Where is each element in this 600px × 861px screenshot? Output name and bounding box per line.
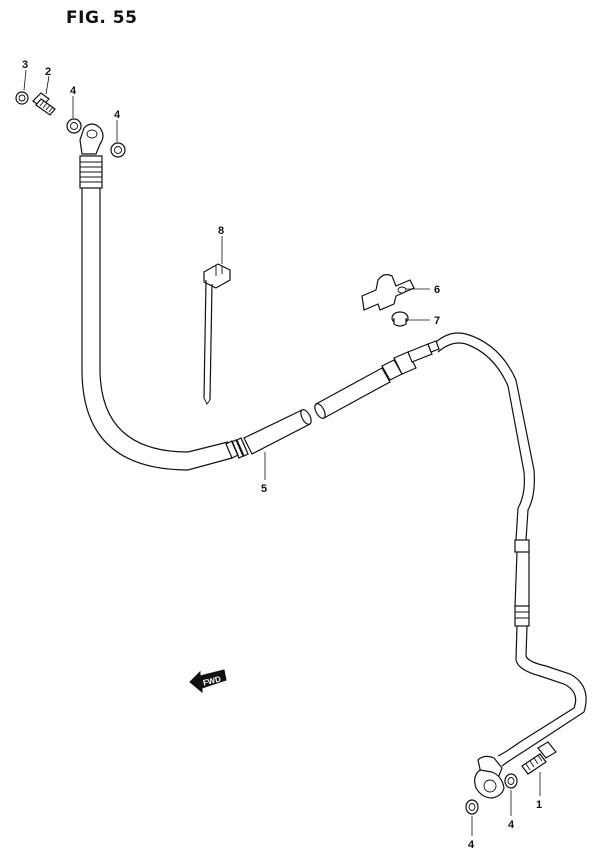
callout-8: 8 bbox=[218, 225, 224, 237]
part-3-cap bbox=[15, 91, 29, 105]
lower-banjo-fitting bbox=[474, 755, 505, 799]
figure-title: FIG. 55 bbox=[66, 8, 138, 28]
fwd-arrow-icon: FWD bbox=[189, 669, 227, 694]
callout-4-upper-b: 4 bbox=[114, 109, 121, 121]
callout-3: 3 bbox=[22, 59, 28, 71]
part-8-cable-tie bbox=[203, 263, 231, 405]
callout-7: 7 bbox=[434, 315, 440, 327]
callout-4-lower-b: 4 bbox=[468, 839, 475, 851]
hose-banjo-fitting bbox=[79, 123, 104, 189]
part-5-brake-hose bbox=[81, 188, 312, 471]
hose-sleeve-right bbox=[314, 340, 440, 419]
part-4-washer-lower-b bbox=[465, 799, 479, 815]
callout-4-lower-a: 4 bbox=[508, 819, 515, 831]
part-2-union-bolt bbox=[32, 92, 56, 116]
leader-lines bbox=[23, 69, 541, 836]
part-7-screw bbox=[391, 311, 409, 327]
fwd-label: FWD bbox=[202, 674, 222, 687]
part-4-washer-lower-a bbox=[504, 773, 518, 789]
part-4-washer-upper-b bbox=[110, 142, 126, 158]
callout-1: 1 bbox=[536, 799, 542, 811]
part-6-clamp bbox=[361, 274, 415, 311]
callout-2: 2 bbox=[45, 66, 51, 78]
callout-6: 6 bbox=[434, 284, 440, 296]
brake-pipe bbox=[435, 332, 587, 767]
callout-5: 5 bbox=[261, 483, 267, 495]
callout-4-upper-a: 4 bbox=[70, 85, 77, 97]
part-1-banjo-bolt bbox=[521, 741, 557, 775]
part-4-washer-upper-a bbox=[66, 118, 82, 134]
